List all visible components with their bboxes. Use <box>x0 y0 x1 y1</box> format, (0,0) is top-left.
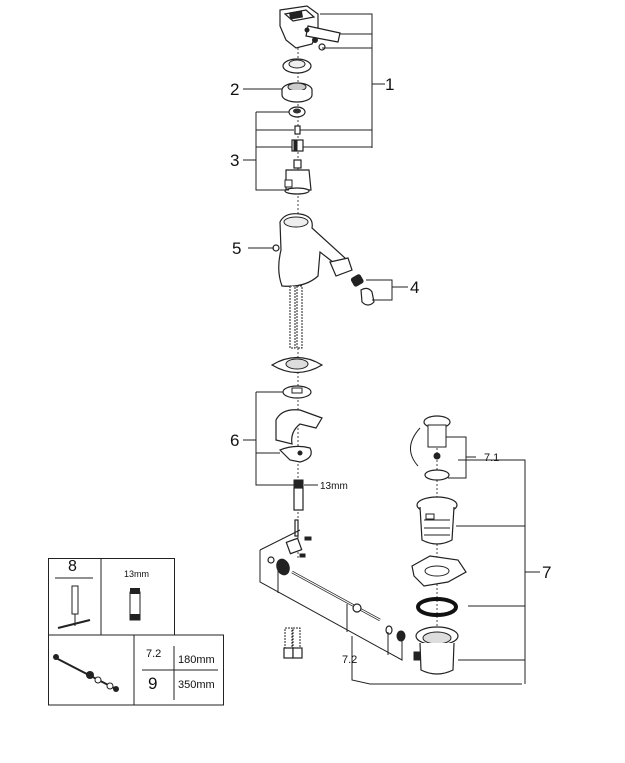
small-screw <box>294 125 301 135</box>
drain-oring <box>416 597 458 617</box>
adapter <box>291 139 304 152</box>
callout-4-label: 4 <box>410 278 419 297</box>
legend-part-9: 9 <box>148 674 158 693</box>
callout-2-label: 2 <box>230 80 239 99</box>
counter-washer <box>275 409 323 445</box>
plug-seal <box>424 469 450 481</box>
tool-key-icon <box>57 585 91 629</box>
aerator <box>350 274 375 306</box>
callout-6-bracket <box>243 391 318 486</box>
callout-7-label: 7 <box>542 563 551 582</box>
callout-72-bracket <box>259 529 522 685</box>
hose-fittings <box>283 627 303 659</box>
legend-tool-number: 8 <box>68 558 77 575</box>
popup-plug <box>423 415 451 460</box>
rotate-arrow-icon <box>410 427 421 467</box>
legend-frame <box>48 558 224 706</box>
callout-1-label: 1 <box>385 75 394 94</box>
callout-1-bracket <box>300 13 385 148</box>
rod-clamp <box>267 519 312 564</box>
legend-tool-size: 13mm <box>124 569 150 579</box>
callout-71-bracket <box>446 436 476 479</box>
legend-length-72: 180mm <box>178 654 215 666</box>
callout-71-label: 7.1 <box>484 452 499 464</box>
legend-length-9: 350mm <box>178 679 215 691</box>
retaining-ring <box>288 106 306 118</box>
drain-body-lower <box>413 626 459 675</box>
pivot-rod-icon <box>53 654 119 692</box>
pivot-rod <box>276 558 406 642</box>
faucet-body <box>272 213 353 287</box>
callout-5-label: 5 <box>232 239 241 258</box>
callout-6-label: 6 <box>230 431 239 450</box>
legend-part-72: 7.2 <box>146 648 162 660</box>
callout-7-bracket <box>456 459 540 684</box>
callout-72-label: 7.2 <box>342 654 357 666</box>
mounting-nut <box>293 479 304 511</box>
supply-hoses <box>289 285 303 349</box>
horseshoe-washer <box>278 445 312 463</box>
drain-washer <box>411 555 467 587</box>
drain-body-upper <box>416 496 458 545</box>
callout-3-bracket <box>243 111 294 191</box>
escutcheon-nut <box>281 82 313 103</box>
socket-wrench-icon <box>129 588 141 621</box>
base-plate <box>270 356 324 374</box>
legend-box: 8 13mm 7.2 180mm 9 350mm <box>48 558 224 706</box>
cap-ring <box>282 58 312 74</box>
callout-4-bracket <box>366 279 408 301</box>
callout-3-label: 3 <box>230 151 239 170</box>
cartridge <box>284 159 312 195</box>
lever-handle <box>279 5 341 51</box>
callout-6-tool-size: 13mm <box>320 481 348 492</box>
base-gasket <box>282 385 312 399</box>
